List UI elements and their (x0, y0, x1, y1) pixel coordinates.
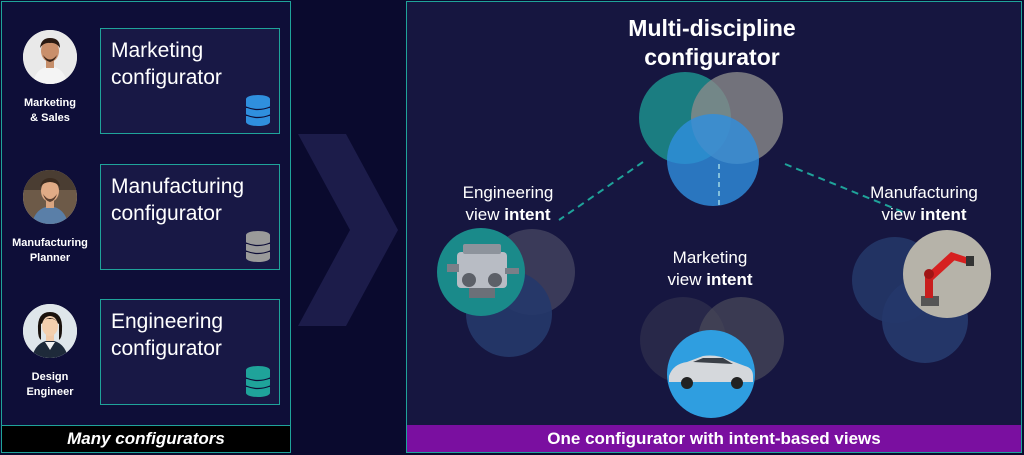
view-label-line: view intent (445, 204, 571, 226)
persona-design-engineer: Design Engineer (2, 304, 98, 400)
marketing-venn (640, 297, 784, 418)
main-title: Multi-discipline configurator (547, 14, 877, 72)
venn-diagram (437, 72, 991, 418)
dashed-connector-engineering (558, 161, 644, 221)
view-label-text: view (881, 205, 921, 224)
configurator-title-line: Engineering (111, 310, 224, 333)
manufacturing-view-intent-label: Manufacturing view intent (849, 182, 999, 226)
engineering-configurator-box[interactable]: Engineering configurator (100, 299, 280, 405)
marketing-sales-avatar (23, 30, 77, 84)
main-title-line: configurator (644, 44, 780, 70)
view-label-bold: intent (504, 205, 551, 224)
venn-circle-gray-active (903, 230, 991, 318)
database-icon (245, 231, 271, 262)
design-engineer-avatar (23, 304, 77, 358)
many-configurators-footer: Many configurators (2, 425, 290, 452)
central-venn (639, 72, 783, 206)
database-icon (245, 366, 271, 397)
persona-label-line: & Sales (30, 112, 70, 124)
main-title-line: Multi-discipline (628, 15, 796, 41)
persona-manufacturing-planner: Manufacturing Planner (2, 170, 98, 266)
persona-label: Manufacturing Planner (2, 236, 98, 266)
configurator-title-line: configurator (111, 202, 222, 225)
persona-label-line: Manufacturing (12, 237, 88, 249)
persona-label-line: Engineer (26, 386, 74, 398)
persona-label-line: Planner (29, 252, 71, 264)
view-label-line: view intent (647, 269, 773, 291)
manufacturing-configurator-box[interactable]: Manufacturing configurator (100, 164, 280, 270)
many-configurators-panel: Marketing & Sales Marketing configurator (1, 1, 291, 453)
venn-circle-blue (667, 114, 759, 206)
persona-label-line: Marketing (24, 97, 76, 109)
engineering-view-intent-label: Engineering view intent (445, 182, 571, 226)
configurator-title-line: configurator (111, 66, 222, 89)
persona-label-line: Design (31, 371, 69, 383)
configurator-title-line: Manufacturing (111, 175, 245, 198)
engineering-venn (437, 228, 575, 357)
persona-label: Design Engineer (2, 370, 98, 400)
view-label-bold: intent (706, 270, 753, 289)
view-label-text: view (667, 270, 707, 289)
marketing-view-intent-label: Marketing view intent (647, 247, 773, 291)
chevron-right-icon (298, 134, 398, 326)
robot-arm-icon (921, 252, 974, 306)
manufacturing-venn (852, 230, 991, 363)
view-label-line: Engineering (462, 183, 554, 202)
one-configurator-footer: One configurator with intent-based views (407, 425, 1021, 452)
persona-label: Marketing & Sales (2, 96, 98, 126)
view-label-line: view intent (849, 204, 999, 226)
persona-marketing-sales: Marketing & Sales (2, 30, 98, 126)
view-label-line: Manufacturing (870, 183, 978, 202)
marketing-configurator-box[interactable]: Marketing configurator (100, 28, 280, 134)
car-icon (669, 355, 753, 389)
dashed-connector-manufacturing (784, 163, 904, 213)
one-configurator-panel: Multi-discipline configurator Engineerin… (406, 1, 1022, 453)
view-label-text: view (465, 205, 505, 224)
engine-icon (447, 244, 519, 298)
view-label-line: Marketing (672, 248, 748, 267)
view-label-bold: intent (920, 205, 967, 224)
configurator-title-line: Marketing (111, 39, 204, 62)
database-icon (245, 95, 271, 126)
configurator-title-line: configurator (111, 337, 222, 360)
manufacturing-planner-avatar (23, 170, 77, 224)
